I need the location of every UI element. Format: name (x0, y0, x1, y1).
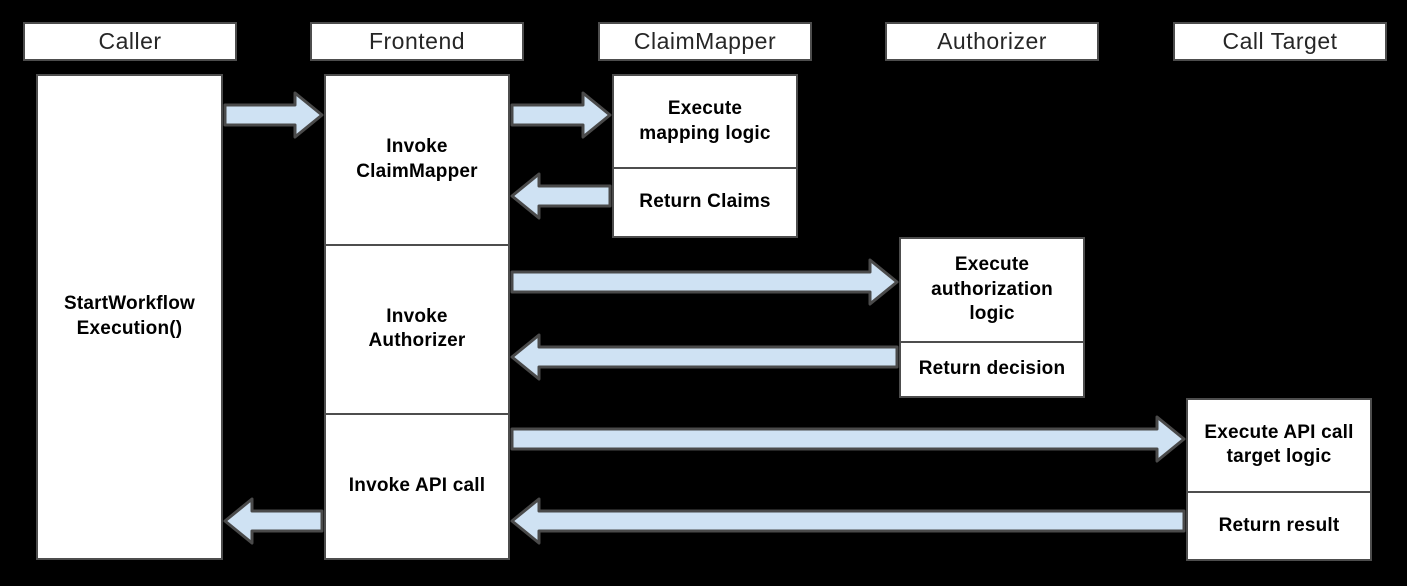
box-execute-api-call-target-logic: Execute API call target logic (1188, 400, 1370, 491)
lane-header-authorizer: Authorizer (885, 22, 1099, 61)
lane-header-label: ClaimMapper (633, 28, 777, 54)
lane-header-frontend: Frontend (310, 22, 524, 61)
lane-header-caller: Caller (23, 22, 237, 61)
calltarget-steps-column: Execute API call target logic Return res… (1186, 398, 1372, 561)
box-startworkflow-execution: StartWorkflow Execution() (36, 74, 223, 560)
step-label: Invoke ClaimMapper (356, 136, 478, 182)
step-label: Invoke Authorizer (368, 305, 466, 352)
lane-header-label: Frontend (368, 28, 466, 54)
authorizer-steps-column: Execute authorization logic Return decis… (899, 237, 1085, 398)
box-invoke-api-call: Invoke API call (326, 413, 508, 558)
lane-header-label: Authorizer (937, 28, 1047, 54)
box-execute-mapping-logic: Execute mapping logic (614, 76, 796, 167)
step-label: Return decision (918, 358, 1066, 380)
box-return-claims: Return Claims (614, 167, 796, 236)
step-label: Invoke API call (348, 475, 486, 497)
step-label: Execute authorization logic (931, 254, 1053, 325)
step-label: Execute mapping logic (639, 97, 771, 144)
box-invoke-authorizer: Invoke Authorizer (326, 243, 508, 414)
box-return-result: Return result (1188, 490, 1370, 559)
step-label: Return result (1218, 514, 1340, 536)
step-label: Return Claims (639, 191, 771, 213)
box-execute-authorization-logic: Execute authorization logic (901, 239, 1083, 341)
box-return-decision: Return decision (901, 341, 1083, 396)
frontend-steps-column: Invoke ClaimMapper Invoke Authorizer Inv… (324, 74, 510, 560)
arrow-authorizer-to-frontend (510, 333, 899, 381)
lane-header-label: Caller (98, 28, 162, 54)
arrow-claimmapper-to-frontend (510, 172, 612, 220)
box-invoke-claimmapper: Invoke ClaimMapper (326, 76, 508, 244)
arrow-frontend-to-calltarget (510, 415, 1186, 463)
arrow-frontend-to-claimmapper (510, 91, 612, 139)
arrow-calltarget-to-frontend (510, 497, 1186, 545)
claimmapper-steps-column: Execute mapping logic Return Claims (612, 74, 798, 238)
step-label: StartWorkflow Execution() (63, 293, 196, 339)
lane-header-label: Call Target (1222, 28, 1338, 54)
step-label: Execute API call target logic (1204, 421, 1354, 468)
arrow-caller-to-frontend (223, 91, 324, 139)
arrow-frontend-to-caller (223, 497, 324, 545)
arrow-frontend-to-authorizer (510, 258, 899, 306)
lane-header-calltarget: Call Target (1173, 22, 1387, 61)
lane-header-claimmapper: ClaimMapper (598, 22, 812, 61)
